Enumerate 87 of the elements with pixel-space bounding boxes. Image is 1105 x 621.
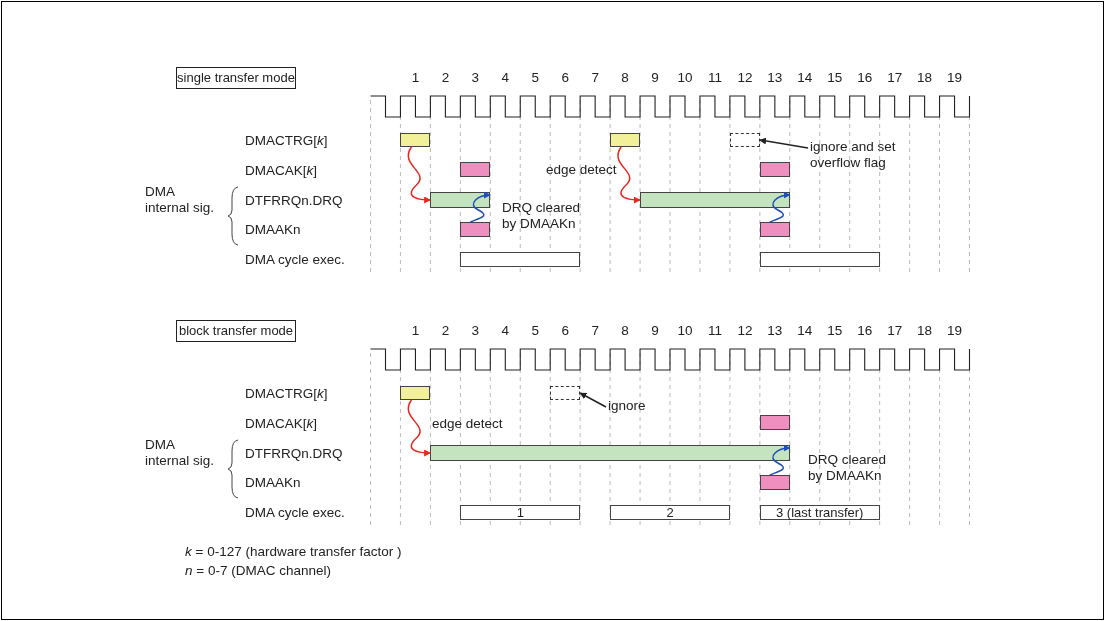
- trigger-pulse: [610, 133, 641, 147]
- trigger-pulse: [400, 386, 431, 400]
- signal-arrow: [617, 146, 641, 204]
- cycle-number: 17: [887, 323, 903, 339]
- cycle-number: 16: [857, 323, 873, 339]
- cycle-number: 9: [651, 70, 659, 86]
- edge-label: DRQ cleared by DMAAKn: [808, 452, 888, 484]
- cycle-number: 4: [501, 323, 510, 339]
- cycle-number: 13: [767, 70, 783, 86]
- signal-name: DTFRRQn.DRQ: [245, 446, 343, 462]
- request-bar: [430, 192, 491, 208]
- cycle-number: 14: [797, 70, 813, 86]
- cycle-number: 10: [677, 323, 693, 339]
- acknowledge-pulse: [460, 222, 491, 237]
- cycle-number: 4: [501, 70, 510, 86]
- request-bar: [430, 445, 790, 461]
- annotation-text: ignore and set overflow flag: [810, 139, 940, 173]
- cycle-bar: [759, 252, 880, 267]
- signal-group-label: DMA internal sig.: [145, 184, 216, 216]
- request-bar: [640, 192, 790, 208]
- cycle-number: 16: [857, 70, 873, 86]
- cycle-number: 19: [947, 70, 963, 86]
- acknowledge-pulse: [759, 222, 790, 237]
- signal-arrow: [469, 191, 492, 223]
- cycle-number: 1: [411, 323, 420, 339]
- cycle-number: 10: [677, 70, 693, 86]
- annotation-text: ignore: [608, 398, 668, 416]
- signal-arrow: [769, 191, 791, 223]
- cycle-number: 3: [471, 70, 480, 86]
- signal-name: DMACTRG[k]: [245, 133, 328, 149]
- cycle-number: 14: [797, 323, 813, 339]
- signal-arrow: [769, 444, 791, 476]
- ignored-pulse: [550, 386, 581, 400]
- cycle-number: 17: [887, 70, 903, 86]
- cycle-number: 18: [917, 70, 933, 86]
- cycle-number: 15: [827, 323, 843, 339]
- cycle-number: 6: [561, 70, 569, 86]
- cycle-number: 8: [621, 70, 629, 86]
- edge-label: DRQ cleared by DMAAKn: [502, 200, 582, 232]
- signal-name: DMAAKn: [245, 222, 301, 238]
- cycle-bar: 1: [460, 505, 581, 520]
- cycle-number: 7: [591, 323, 599, 339]
- cycle-number: 19: [947, 323, 963, 339]
- acknowledge-pulse: [759, 162, 790, 177]
- leader-arrow: [759, 137, 809, 149]
- cycle-number: 13: [767, 323, 783, 339]
- footnote: n = 0-7 (DMAC channel): [185, 563, 331, 579]
- cycle-bar: [460, 252, 581, 267]
- cycle-number: 1: [411, 70, 420, 86]
- edge-label: edge detect: [546, 162, 617, 178]
- signal-name: DMA cycle exec.: [245, 505, 345, 521]
- cycle-number: 5: [531, 70, 539, 86]
- cycle-bar: 3 (last transfer): [759, 505, 880, 520]
- cycle-number: 11: [707, 70, 722, 86]
- cycle-number: 7: [591, 70, 599, 86]
- mode-title-box: block transfer mode: [176, 320, 296, 342]
- cycle-number: 2: [441, 70, 450, 86]
- signal-group-label: DMA internal sig.: [145, 437, 216, 469]
- mode-title-box: single transfer mode: [176, 67, 296, 89]
- footnote: k = 0-127 (hardware transfer factor ): [185, 544, 402, 560]
- cycle-bar: 2: [610, 505, 730, 520]
- signal-name: DMACTRG[k]: [245, 386, 328, 402]
- edge-label: edge detect: [432, 416, 503, 432]
- cycle-number: 8: [621, 323, 629, 339]
- signal-arrow: [407, 146, 432, 204]
- cycle-number: 12: [737, 70, 753, 86]
- signal-name: DMACAK[k]: [245, 163, 318, 179]
- signal-name: DTFRRQn.DRQ: [245, 193, 343, 209]
- cycle-number: 12: [737, 323, 753, 339]
- cycle-number: 18: [917, 323, 933, 339]
- leader-arrow: [579, 392, 607, 408]
- cycle-number: 9: [651, 323, 659, 339]
- acknowledge-pulse: [759, 415, 790, 430]
- signal-arrow: [407, 399, 432, 457]
- ignored-pulse: [729, 133, 760, 147]
- acknowledge-pulse: [460, 162, 491, 177]
- cycle-number: 15: [827, 70, 843, 86]
- cycle-number: 2: [441, 323, 450, 339]
- signal-name: DMAAKn: [245, 475, 301, 491]
- cycle-number: 6: [561, 323, 569, 339]
- trigger-pulse: [400, 133, 431, 147]
- signal-name: DMACAK[k]: [245, 416, 318, 432]
- cycle-number: 3: [471, 323, 480, 339]
- signal-name: DMA cycle exec.: [245, 252, 345, 268]
- cycle-number: 11: [707, 323, 722, 339]
- cycle-number: 5: [531, 323, 539, 339]
- acknowledge-pulse: [759, 475, 790, 490]
